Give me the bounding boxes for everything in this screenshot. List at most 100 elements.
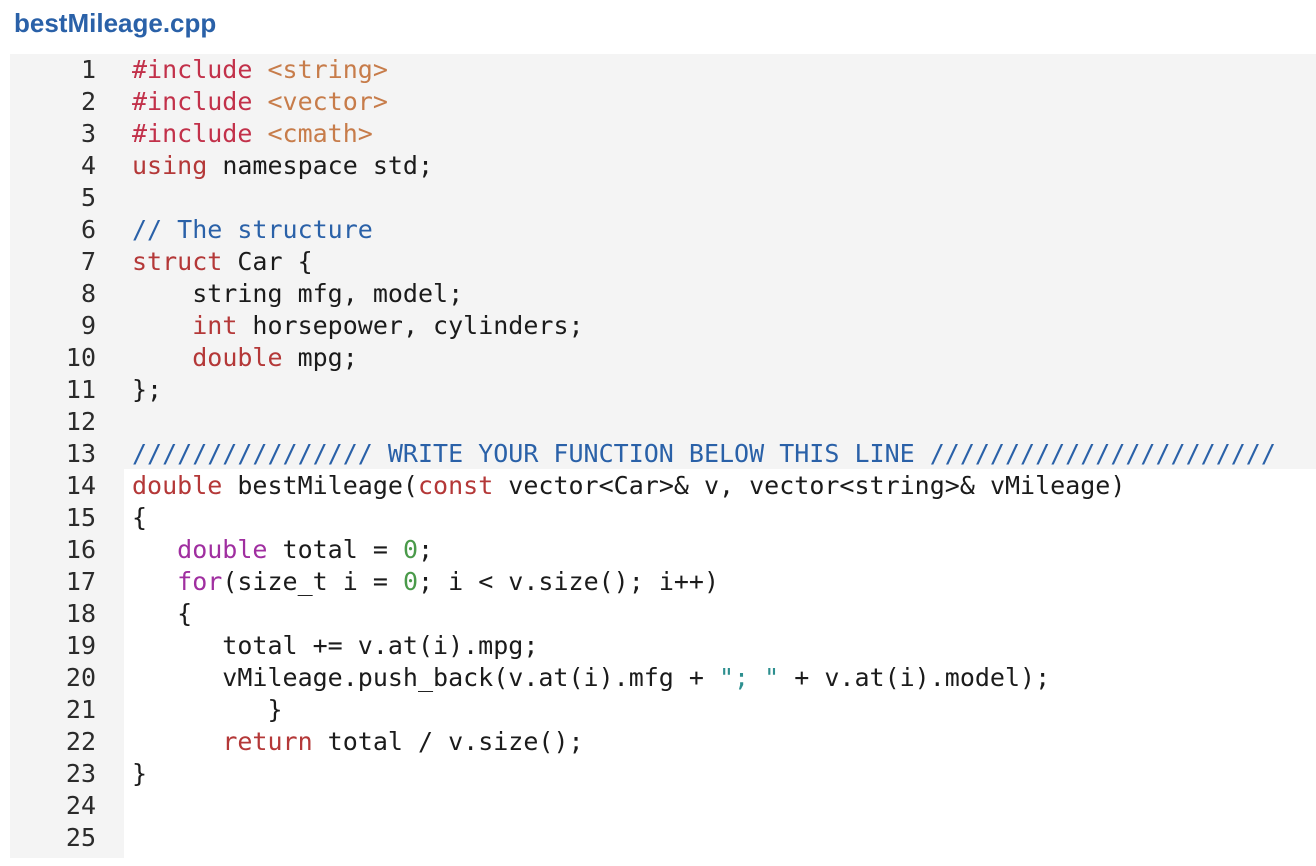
code-token: bestMileage( xyxy=(222,471,418,500)
code-token: Car { xyxy=(222,247,313,276)
line-number: 7 xyxy=(80,247,96,276)
line-number: 16 xyxy=(65,535,96,564)
line-number: 11 xyxy=(65,375,96,404)
code-token: }; xyxy=(132,375,163,404)
code-token xyxy=(132,311,192,340)
code-token: // The structure xyxy=(132,215,373,244)
line-number: 2 xyxy=(80,87,96,116)
code-line[interactable]: 19 total += v.at(i).mpg; xyxy=(10,630,1316,662)
code-line[interactable]: 20 vMileage.push_back(v.at(i).mfg + "; "… xyxy=(10,662,1316,694)
code-token: return xyxy=(222,727,313,756)
code-line[interactable]: 15 { xyxy=(10,502,1316,534)
code-editor[interactable]: 1#include <string>2 #include <vector> 3 #in… xyxy=(10,54,1316,858)
code-line[interactable]: 7 struct Car { xyxy=(10,246,1316,278)
code-text[interactable]: double total = 0; xyxy=(132,534,433,566)
line-number: 19 xyxy=(65,631,96,660)
code-token: //////////////// WRITE YOUR FUNCTION BEL… xyxy=(132,439,1276,468)
code-token: total += v.at(i).mpg; xyxy=(132,631,539,660)
code-line[interactable]: 16 double total = 0; xyxy=(10,534,1316,566)
code-text[interactable]: { xyxy=(132,598,192,630)
line-number: 18 xyxy=(65,599,96,628)
code-token: <cmath> xyxy=(267,119,373,148)
code-line[interactable]: 4 using namespace std; xyxy=(10,150,1316,182)
code-line[interactable]: 2 #include <vector> xyxy=(10,86,1316,118)
code-text[interactable]: vMileage.push_back(v.at(i).mfg + "; " + … xyxy=(132,662,1050,694)
code-token: 0 xyxy=(402,535,418,564)
code-token: total = xyxy=(267,535,403,564)
code-text[interactable]: double bestMileage(const vector<Car>& v,… xyxy=(132,470,1125,502)
code-line[interactable]: 18 { xyxy=(10,598,1316,630)
code-text[interactable]: struct Car { xyxy=(132,246,313,278)
code-token: const xyxy=(417,471,494,500)
code-token xyxy=(132,535,177,564)
code-token: total / v.size(); xyxy=(312,727,584,756)
code-line[interactable]: 9 int horsepower, cylinders; xyxy=(10,310,1316,342)
code-token: + v.at(i).model); xyxy=(779,663,1051,692)
code-text[interactable]: //////////////// WRITE YOUR FUNCTION BEL… xyxy=(132,438,1276,470)
code-token: "; " xyxy=(719,663,780,692)
code-token: ; xyxy=(418,535,434,564)
code-text[interactable]: return total / v.size(); xyxy=(132,726,584,758)
code-token: string mfg, model; xyxy=(132,279,464,308)
code-text[interactable]: #include <vector> xyxy=(132,86,388,118)
code-token: struct xyxy=(132,247,223,276)
file-title: bestMileage.cpp xyxy=(14,8,217,38)
code-text[interactable]: using namespace std; xyxy=(132,150,433,182)
code-line[interactable]: 23} xyxy=(10,758,1316,790)
line-number: 15 xyxy=(65,503,96,532)
readonly-region xyxy=(124,54,1316,469)
code-text[interactable]: { xyxy=(132,502,147,534)
code-token: int xyxy=(192,311,238,340)
code-token: for xyxy=(177,567,223,596)
code-token: { xyxy=(132,599,193,628)
code-token: double xyxy=(132,471,223,500)
code-line[interactable]: 5 xyxy=(10,182,1316,214)
code-token: ; i < v.size(); i++) xyxy=(418,567,720,596)
line-number: 24 xyxy=(65,791,96,820)
line-number: 21 xyxy=(65,695,96,724)
code-token: (size_t i = xyxy=(222,567,403,596)
code-token xyxy=(132,727,222,756)
code-text[interactable]: #include <string> xyxy=(132,54,388,86)
code-line[interactable]: 17 for(size_t i = 0; i < v.size(); i++) xyxy=(10,566,1316,598)
code-text[interactable]: #include <cmath> xyxy=(132,118,373,150)
code-line[interactable]: 12 xyxy=(10,406,1316,438)
code-text[interactable]: int horsepower, cylinders; xyxy=(132,310,584,342)
line-number-gutter xyxy=(10,54,124,858)
code-lines[interactable]: 1#include <string>2 #include <vector> 3 #in… xyxy=(10,54,1316,854)
line-number: 22 xyxy=(65,727,96,756)
line-number: 17 xyxy=(65,567,96,596)
code-text[interactable]: string mfg, model; xyxy=(132,278,463,310)
line-number: 25 xyxy=(65,823,96,852)
code-line[interactable]: 13//////////////// WRITE YOUR FUNCTION B… xyxy=(10,438,1316,470)
code-line[interactable]: 11}; xyxy=(10,374,1316,406)
code-line[interactable]: 3 #include <cmath> xyxy=(10,118,1316,150)
line-number: 3 xyxy=(80,119,96,148)
code-line[interactable]: 8 string mfg, model; xyxy=(10,278,1316,310)
code-text[interactable]: // The structure xyxy=(132,214,373,246)
code-token: #include xyxy=(132,119,268,148)
line-number: 9 xyxy=(80,311,96,340)
code-token: #include xyxy=(132,87,268,116)
code-line[interactable]: 1#include <string> xyxy=(10,54,1316,86)
code-line[interactable]: 21 } xyxy=(10,694,1316,726)
code-line[interactable]: 25 xyxy=(10,822,1316,854)
line-number: 4 xyxy=(80,151,96,180)
code-token: horsepower, cylinders; xyxy=(237,311,584,340)
code-text[interactable]: total += v.at(i).mpg; xyxy=(132,630,538,662)
code-token: namespace std; xyxy=(207,151,434,180)
code-line[interactable]: 6// The structure xyxy=(10,214,1316,246)
code-text[interactable]: for(size_t i = 0; i < v.size(); i++) xyxy=(132,566,719,598)
code-text[interactable]: }; xyxy=(132,374,162,406)
code-line[interactable]: 22 return total / v.size(); xyxy=(10,726,1316,758)
code-text[interactable]: double mpg; xyxy=(132,342,358,374)
code-text[interactable]: } xyxy=(132,694,283,726)
code-token: } xyxy=(132,695,283,724)
line-number: 12 xyxy=(65,407,96,436)
code-token: mpg; xyxy=(282,343,358,372)
code-line[interactable]: 24 xyxy=(10,790,1316,822)
code-token xyxy=(132,343,192,372)
code-text[interactable]: } xyxy=(132,758,147,790)
code-line[interactable]: 10 double mpg; xyxy=(10,342,1316,374)
